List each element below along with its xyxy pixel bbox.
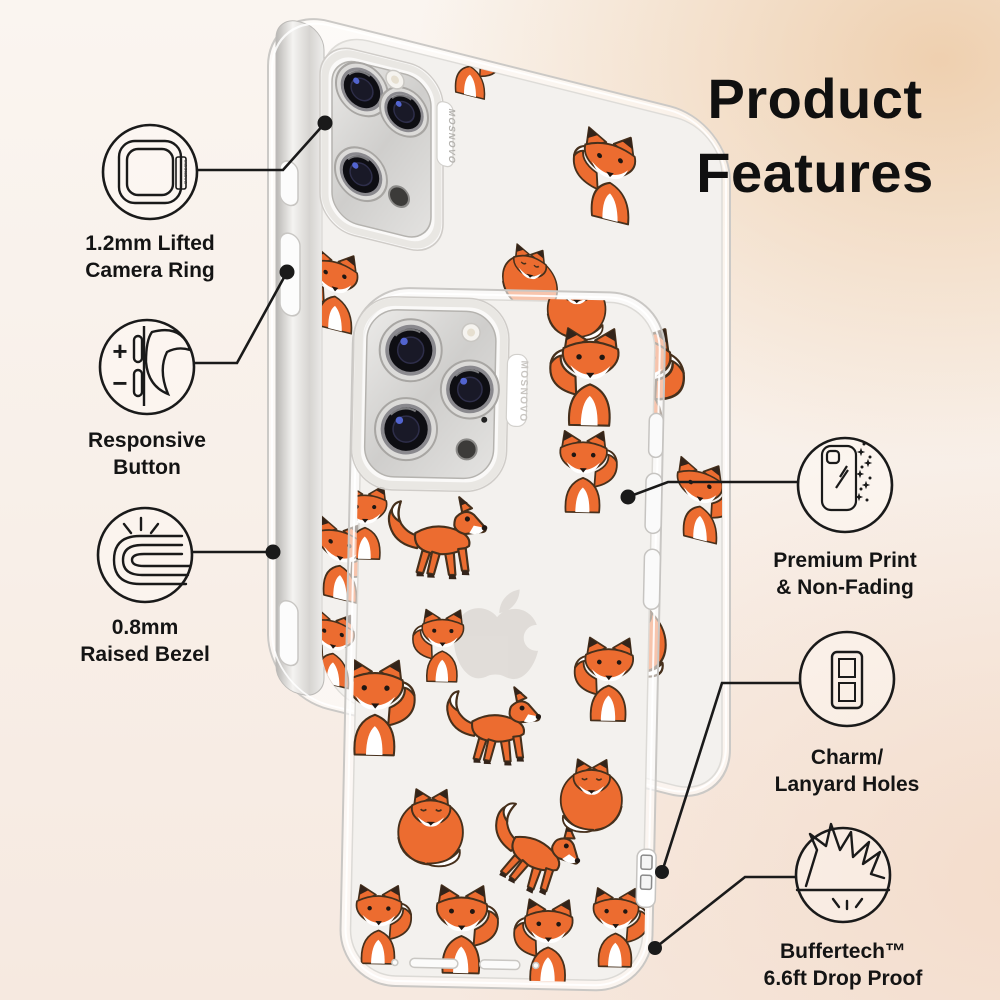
raised-bezel-icon (112, 516, 192, 586)
case-power-button (278, 599, 299, 667)
feature-label-responsive-button: Responsive Button (88, 429, 206, 480)
camera-ring-icon: MOSNOVO (117, 139, 188, 205)
lanyard-holes-icon (830, 650, 864, 710)
callout-line-premium-print (627, 480, 798, 499)
page-title-line2: Features (696, 140, 934, 204)
feature-label-premium-print: Premium Print & Non-Fading (773, 549, 917, 600)
premium-print-icon (820, 442, 873, 512)
callout-line-camera-ring (197, 122, 326, 172)
page-title-line1: Product (707, 67, 923, 130)
case-action-button (279, 160, 299, 207)
page-title: Product Features (660, 62, 970, 210)
callout-dot-camera-ring (317, 115, 333, 131)
brand-tab-front (505, 353, 529, 428)
svg-text:−: − (112, 368, 127, 398)
svg-text:+: + (112, 336, 127, 366)
callout-lines (192, 122, 800, 950)
feature-label-camera-ring: 1.2mm Lifted Camera Ring (85, 232, 215, 283)
feature-circle-lanyard-holes (798, 630, 896, 728)
callout-dot-lanyard-holes (655, 865, 669, 879)
case-button-small (647, 412, 665, 459)
phone-case-front: MOSNOVO (339, 287, 666, 992)
camera-module-back: MOSNOVO (319, 47, 457, 251)
callout-dot-premium-print (620, 489, 636, 505)
brand-text-front: MOSNOVO (517, 360, 529, 422)
callout-dot-responsive-button (279, 264, 295, 280)
callout-line-lanyard-holes (660, 681, 800, 873)
feature-label-drop-proof: Buffertech™ 6.6ft Drop Proof (763, 940, 923, 991)
phone-side-rail (275, 20, 325, 696)
callout-dot-raised-bezel (265, 544, 281, 560)
feature-circle-camera-ring (101, 123, 199, 221)
callout-line-drop-proof (654, 875, 796, 950)
callout-dots (265, 115, 669, 955)
lanyard-holes (635, 848, 657, 909)
feature-label-raised-bezel: 0.8mm Raised Bezel (80, 616, 210, 667)
feature-label-lanyard-holes: Charm/ Lanyard Holes (774, 746, 920, 797)
feature-circle-premium-print (796, 436, 894, 534)
drop-proof-icon (795, 822, 891, 911)
case-button-lower (642, 548, 662, 611)
brand-text-back: MOSNOVO (447, 108, 457, 166)
brand-tab-back (436, 101, 454, 168)
bottom-ports (391, 957, 540, 971)
camera-module-front: MOSNOVO (350, 296, 529, 493)
callout-line-responsive-button (194, 271, 289, 365)
responsive-button-icon: + − (112, 326, 192, 406)
apple-logo (453, 589, 550, 680)
case-button-upper (644, 472, 663, 535)
callout-dot-drop-proof (648, 941, 662, 955)
svg-text:MOSNOVO: MOSNOVO (183, 160, 188, 185)
